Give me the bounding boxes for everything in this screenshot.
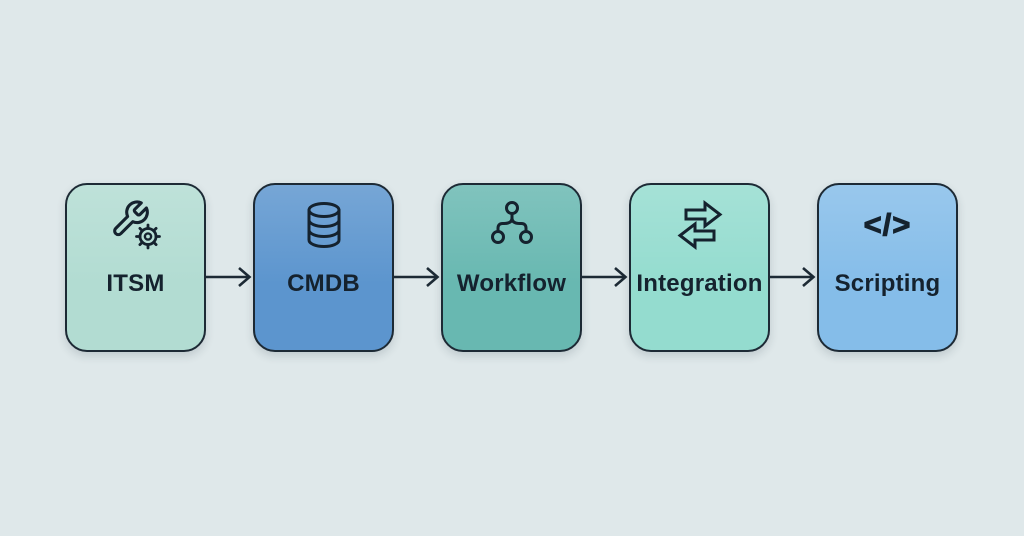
flow-arrow-icon — [206, 267, 252, 287]
flow-arrow-icon — [582, 267, 628, 287]
node-label-integration: Integration — [636, 270, 763, 297]
code-glyph: </> — [863, 207, 912, 243]
node-cmdb: CMDB — [253, 183, 394, 352]
connector-2 — [394, 183, 441, 352]
node-label-workflow: Workflow — [456, 270, 567, 297]
flow-arrow-icon — [394, 267, 440, 287]
connector-1 — [206, 183, 253, 352]
database-icon — [296, 197, 352, 253]
flow-diagram: ITSM CMDB — [65, 183, 958, 352]
code-icon: </> — [860, 197, 916, 253]
node-integration: Integration — [629, 183, 770, 352]
node-label-scripting: Scripting — [834, 270, 941, 297]
node-scripting: </> Scripting — [817, 183, 958, 352]
connector-4 — [770, 183, 817, 352]
node-itsm: ITSM — [65, 183, 206, 352]
hierarchy-icon — [484, 197, 540, 253]
node-label-cmdb: CMDB — [287, 270, 360, 297]
wrench-gear-icon — [108, 197, 164, 253]
node-label-itsm: ITSM — [106, 270, 165, 297]
flow-arrow-icon — [770, 267, 816, 287]
connector-3 — [582, 183, 629, 352]
swap-arrows-icon — [672, 197, 728, 253]
node-workflow: Workflow — [441, 183, 582, 352]
